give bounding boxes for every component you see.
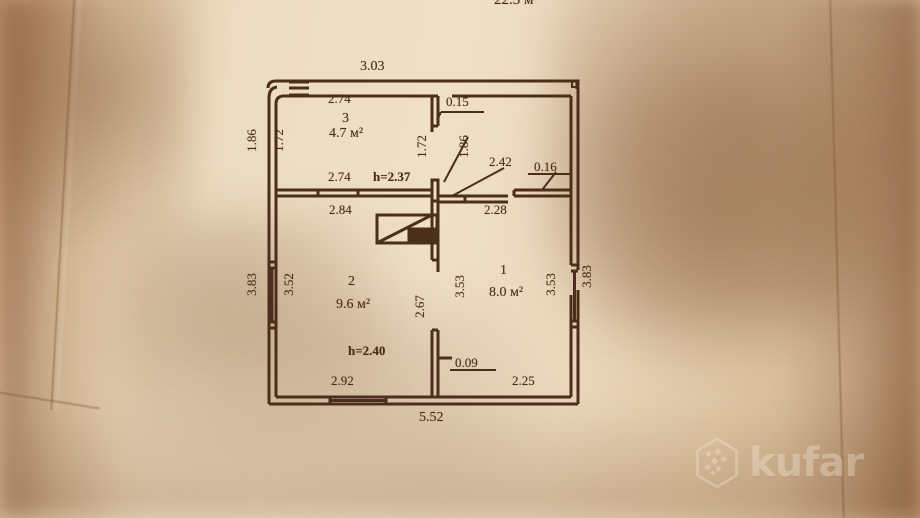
dim-room3-top-inner: 2.74 <box>328 91 351 106</box>
dim-room2-top-inner: 2.84 <box>329 202 352 217</box>
dim-left-outer-upper: 1.86 <box>243 129 259 152</box>
dim-opening-top-right: 0.15 <box>446 94 469 109</box>
dim-mid-vert-lower-left: 2.67 <box>411 295 427 318</box>
dim-left-inner-upper: 1.72 <box>270 129 286 152</box>
top-area-label: 22.3 м² <box>494 0 538 8</box>
dim-right-outer-lower: 3.83 <box>578 265 594 288</box>
dim-bottom-outer: 5.52 <box>419 410 444 425</box>
dim-bottom-left-inner: 2.92 <box>331 373 354 388</box>
height-room2: h=2.40 <box>348 343 386 358</box>
kufar-hexagon-logo <box>696 437 738 489</box>
dim-room1-top-inner: 2.28 <box>484 202 507 217</box>
room-2-area: 9.6 м² <box>336 297 371 312</box>
kufar-watermark: kufar <box>694 437 864 489</box>
room-3-number: 3 <box>342 111 349 126</box>
room-2-number: 2 <box>348 274 355 289</box>
dim-right-inner-lower: 3.53 <box>542 273 558 296</box>
room-1-number: 1 <box>500 263 507 278</box>
dim-mid-vert-upper-right: 1.86 <box>455 135 471 158</box>
dim-opening-right: 0.16 <box>534 159 557 174</box>
dim-mid-vert-lower-right: 3.53 <box>451 275 467 298</box>
dim-wall-jog-right: 2.42 <box>489 154 512 169</box>
dim-mid-vert-upper-left: 1.72 <box>413 135 429 158</box>
kufar-wordmark: kufar <box>749 440 864 486</box>
dim-top-outer: 3.03 <box>360 59 385 74</box>
dim-left-outer-lower: 3.83 <box>243 273 259 296</box>
height-room3: h=2.37 <box>373 169 411 184</box>
dim-left-inner-lower: 3.52 <box>280 273 296 296</box>
room-3-area: 4.7 м² <box>329 126 364 141</box>
dim-bottom-stub: 0.09 <box>455 355 478 370</box>
dim-room3-bottom-inner: 2.74 <box>328 169 351 184</box>
dim-bottom-right-inner: 2.25 <box>512 373 535 388</box>
room-1-area: 8.0 м² <box>489 285 524 300</box>
